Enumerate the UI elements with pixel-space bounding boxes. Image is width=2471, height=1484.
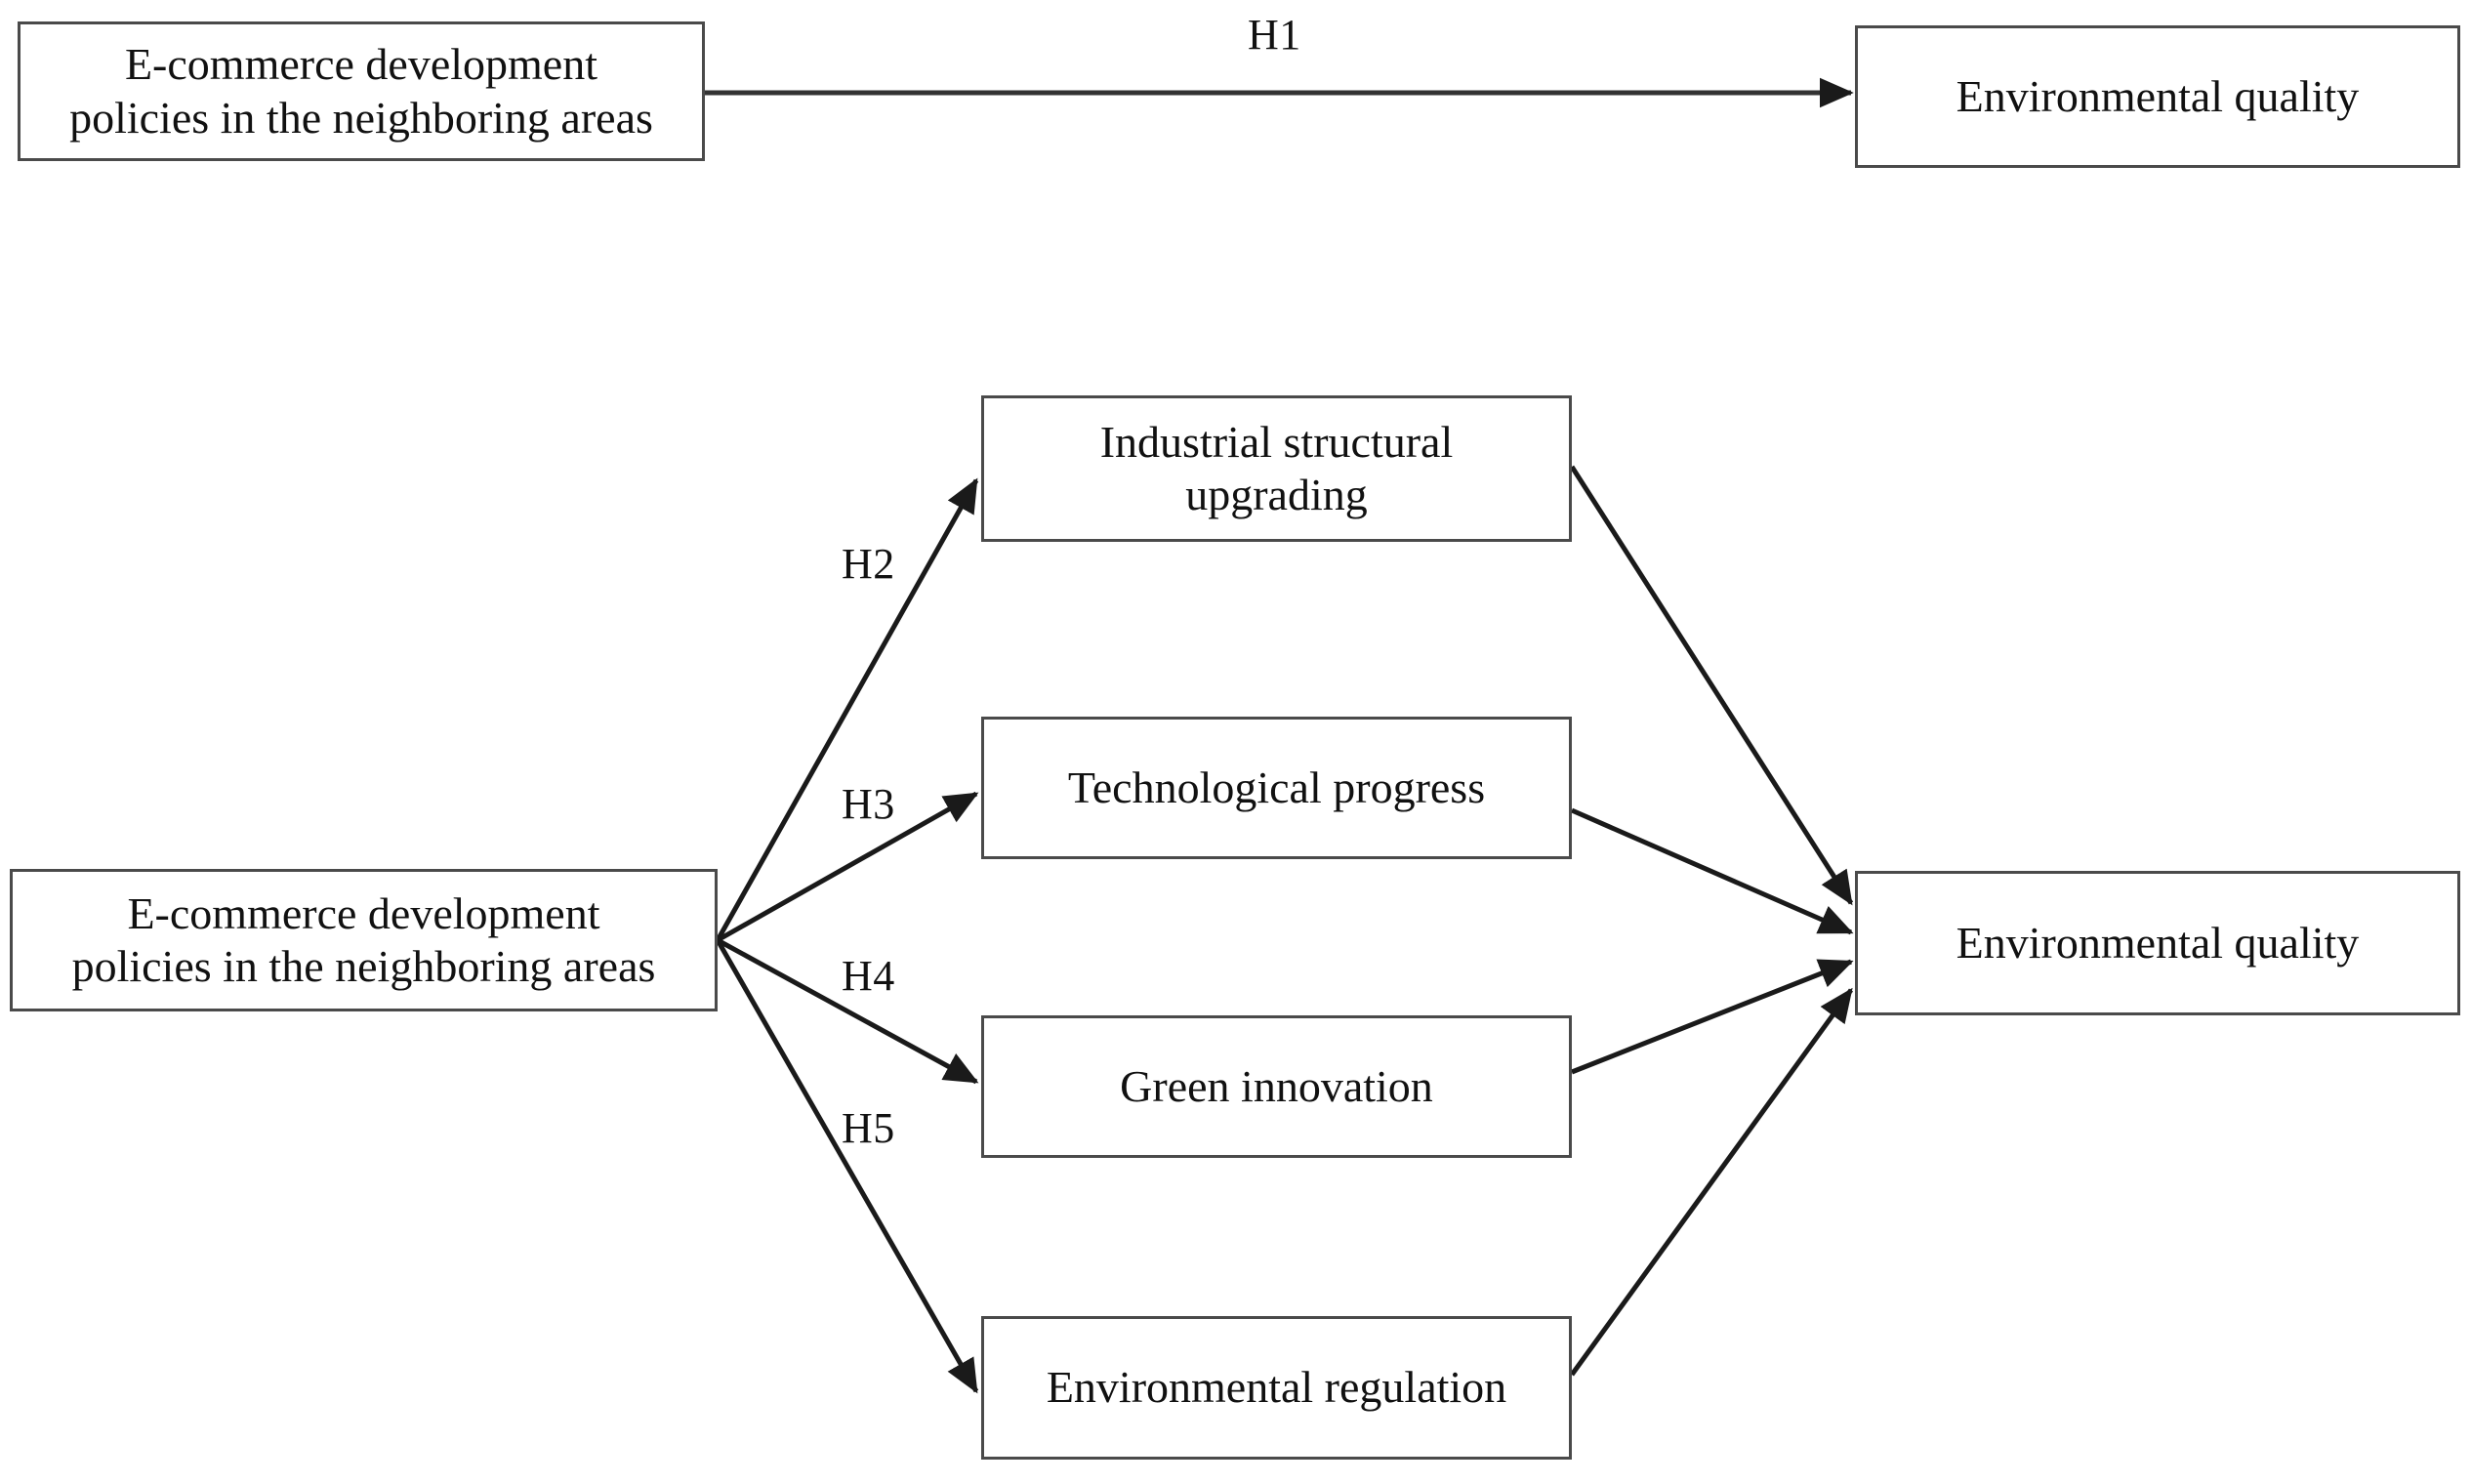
node-source-policies-main-label: E-commerce development policies in the n… (71, 887, 656, 991)
hypothesis-label-h4: H4 (842, 952, 895, 1000)
edge-med-3-to-outcome (1571, 959, 1854, 1075)
edge-med-1-to-outcome (1569, 465, 1854, 906)
node-technological-progress: Technological progress (981, 717, 1572, 859)
edge-med-4-to-outcome (1569, 987, 1854, 1377)
node-environmental-quality-main-label: Environmental quality (1956, 917, 2360, 968)
node-source-policies-top: E-commerce development policies in the n… (18, 21, 705, 161)
node-environmental-quality-top-label: Environmental quality (1956, 70, 2360, 121)
node-environmental-regulation: Environmental regulation (981, 1316, 1572, 1460)
node-environmental-regulation-label: Environmental regulation (1046, 1362, 1507, 1413)
hypothesis-label-h1: H1 (1248, 11, 1301, 59)
hypothesis-label-h5: H5 (842, 1104, 895, 1152)
hypothesis-label-h2: H2 (842, 540, 895, 588)
node-environmental-quality-main: Environmental quality (1855, 871, 2460, 1015)
edge-source-to-med-4 (715, 938, 979, 1394)
node-green-innovation-label: Green innovation (1120, 1060, 1433, 1111)
node-green-innovation: Green innovation (981, 1015, 1572, 1158)
edge-med-2-to-outcome (1570, 807, 1854, 935)
node-industrial-structural-upgrading-label: Industrial structural upgrading (1099, 416, 1454, 519)
hypothesis-label-h3: H3 (842, 780, 895, 828)
node-source-policies-top-label: E-commerce development policies in the n… (69, 39, 653, 143)
node-source-policies-main: E-commerce development policies in the n… (10, 869, 718, 1011)
node-environmental-quality-top: Environmental quality (1855, 25, 2460, 168)
node-industrial-structural-upgrading: Industrial structural upgrading (981, 395, 1572, 542)
node-technological-progress-label: Technological progress (1067, 762, 1486, 812)
